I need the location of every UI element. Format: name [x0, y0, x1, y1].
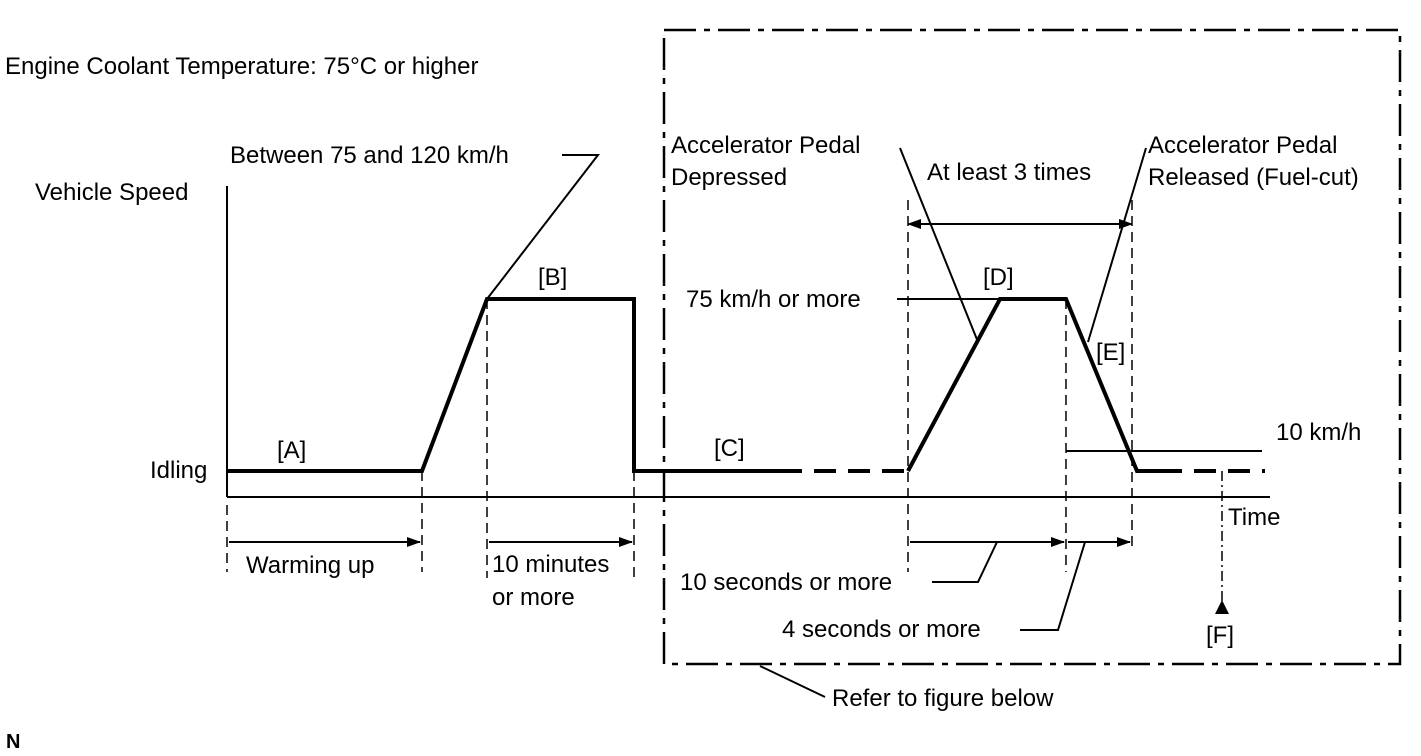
f-pointer-arrowhead: [1215, 600, 1229, 614]
idling-label: Idling: [150, 457, 207, 484]
ten-minutes-line2: or more: [492, 584, 575, 611]
repeat-label: At least 3 times: [927, 159, 1091, 186]
accel-depressed-line2: Depressed: [671, 164, 787, 191]
accel-depressed-leader: [899, 147, 979, 343]
ten-kmh-label: 10 km/h: [1276, 419, 1361, 446]
four-seconds-leader: [1020, 541, 1086, 631]
warming-up-label: Warming up: [246, 552, 374, 579]
ten-minutes-line1: 10 minutes: [492, 551, 609, 578]
phase-a-label: [A]: [277, 437, 306, 464]
phase-c-label: [C]: [714, 435, 745, 462]
y-axis-label: Vehicle Speed: [35, 179, 188, 206]
accel-released-line2: Released (Fuel-cut): [1148, 164, 1359, 191]
seventy-five-kmh-label: 75 km/h or more: [686, 286, 861, 313]
phase-e-label: [E]: [1096, 339, 1125, 366]
refer-box: [662, 28, 1402, 666]
phase-b-label: [B]: [538, 264, 567, 291]
phase-f-label: [F]: [1206, 622, 1234, 649]
corner-marker: N: [6, 731, 20, 753]
refer-label: Refer to figure below: [832, 685, 1054, 712]
accel-released-line1: Accelerator Pedal: [1148, 132, 1337, 159]
phase-d-label: [D]: [983, 264, 1014, 291]
time-label: Time: [1228, 504, 1280, 531]
speed-range-leader: [486, 154, 601, 300]
four-seconds-label: 4 seconds or more: [782, 616, 981, 643]
refer-leader: [759, 665, 826, 698]
speed-profile-a-b-c: [227, 297, 780, 473]
coolant-condition: Engine Coolant Temperature: 75°C or high…: [5, 53, 478, 80]
accel-released-leader: [1087, 147, 1147, 343]
ten-seconds-label: 10 seconds or more: [680, 569, 892, 596]
speed-range-label: Between 75 and 120 km/h: [230, 142, 509, 169]
accel-depressed-line1: Accelerator Pedal: [671, 132, 860, 159]
speed-profile-d-e: [906, 297, 1160, 473]
ten-seconds-leader: [932, 541, 998, 583]
